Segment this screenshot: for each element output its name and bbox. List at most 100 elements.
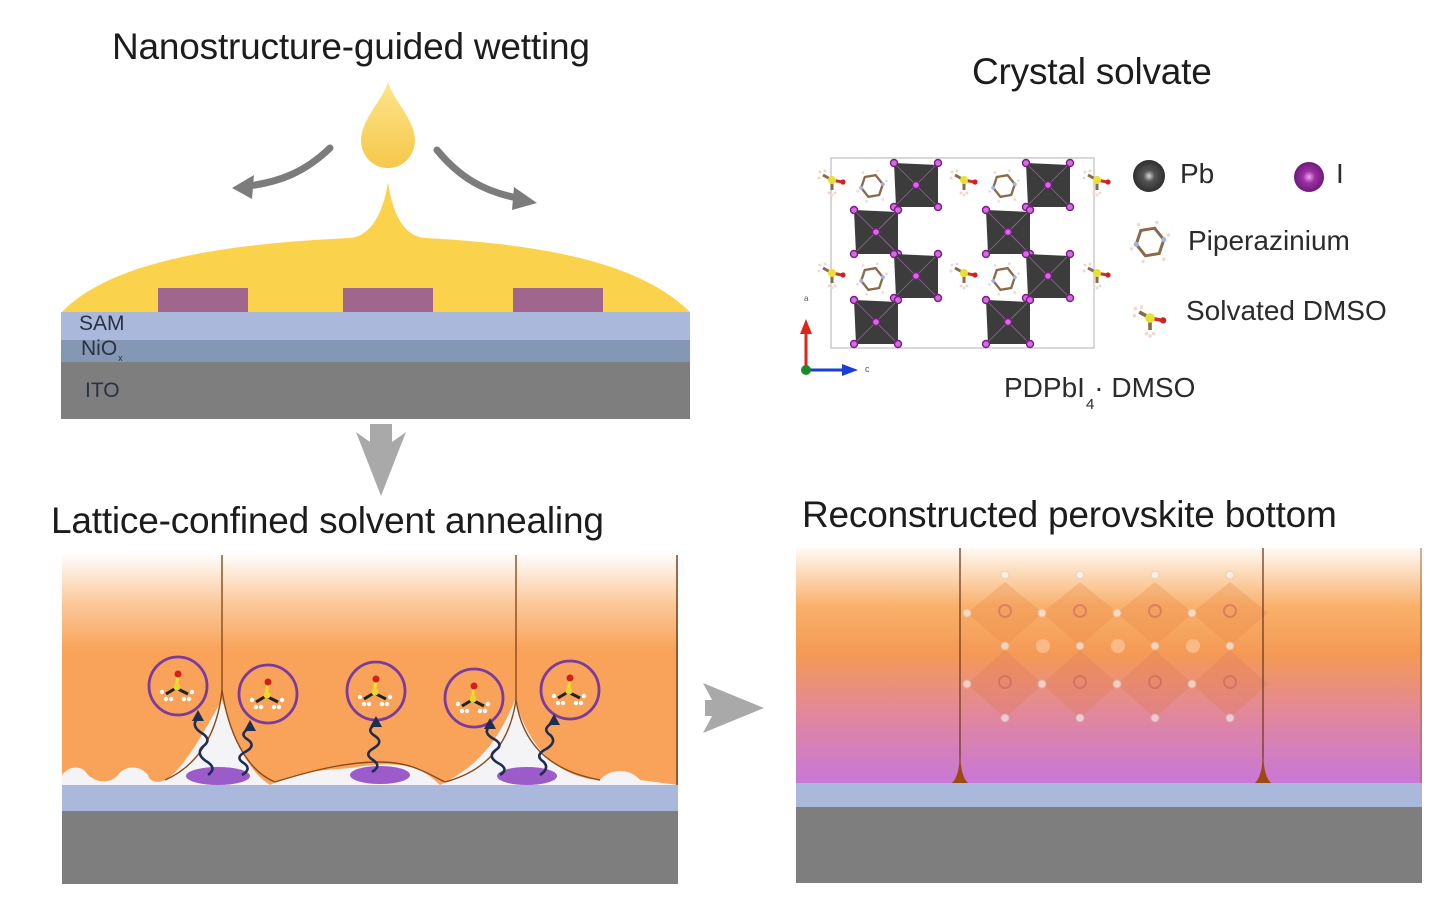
dmso-molecule (249, 678, 285, 710)
hydrogen-atom (1132, 313, 1137, 318)
iodine-atom (1021, 158, 1031, 168)
wave-arrowhead (370, 716, 382, 727)
formula-main: PDPbI (1004, 372, 1085, 403)
hydrogen-atom (1092, 191, 1096, 195)
dmso-molecule (817, 262, 846, 290)
hydrogen-atom (1083, 170, 1087, 174)
nitrogen-atom (859, 278, 864, 283)
hydrogen-atom (555, 700, 561, 706)
iodine-atom (1065, 158, 1075, 168)
axis-a-arrowhead (800, 319, 812, 334)
dmso-molecule (551, 674, 587, 706)
hydrogen-atom (361, 701, 367, 707)
hydrogen-atom (1083, 263, 1087, 267)
halide-atom (1150, 713, 1160, 723)
hydrogen-atom (955, 262, 959, 266)
energy-wave-arrow (366, 722, 381, 774)
iodine-atom (849, 339, 859, 349)
halide-atom (1150, 570, 1160, 580)
hydrogen-atom (861, 264, 865, 267)
hydrogen-atom (1092, 284, 1096, 288)
cation-atom (1073, 675, 1087, 689)
iodine-atom (893, 295, 903, 305)
spread-arrow-right (433, 146, 522, 202)
cation-atom (998, 604, 1012, 618)
dmso-molecule (159, 670, 195, 702)
pbi6-octahedron (889, 249, 943, 303)
hydrogen-atom (876, 169, 879, 173)
halide-atom (1187, 679, 1197, 689)
hydrogen-atom (1155, 220, 1159, 225)
halide-atom (1187, 608, 1197, 618)
hydrogen-atom (827, 284, 831, 288)
halide-atom (1000, 641, 1010, 651)
hydrogen-atom (276, 704, 282, 710)
iodine-atom (1003, 317, 1013, 327)
hydrogen-atom (1082, 269, 1086, 273)
hydrogen-atom (965, 191, 969, 195)
hydrogen-atom (818, 170, 822, 174)
dmso-ring (237, 663, 299, 725)
pbi6-octahedron (1021, 158, 1075, 212)
formula-subscript: 4 (1085, 396, 1095, 413)
reconstructed-film (796, 548, 1422, 783)
title-wetting: Nanostructure-guided wetting (112, 26, 590, 67)
hydrogen-atom (181, 696, 187, 702)
iodine-atom (893, 339, 903, 349)
hydrogen-atom (949, 269, 953, 273)
hydrogen-atom (279, 697, 285, 703)
iodine-atom (933, 158, 943, 168)
hydrogen-atom (1082, 176, 1086, 180)
ring (859, 173, 885, 199)
hydrogen-atom (876, 262, 879, 266)
oxygen-atom (1105, 179, 1111, 185)
nanostructure (513, 288, 603, 312)
hydrogen-atom (357, 694, 363, 700)
iodine-atom (849, 249, 859, 259)
hydrogen-atom (861, 171, 865, 174)
dmso-molecule (949, 169, 978, 197)
hydrogen-atom (1141, 259, 1145, 264)
halide-atom (962, 608, 972, 618)
halide-atom (1000, 713, 1010, 723)
dmso-ring (539, 659, 601, 721)
sam-layer (62, 785, 678, 811)
hydrogen-atom (163, 696, 169, 702)
sam-layer (61, 312, 690, 340)
energy-wave-arrow (485, 724, 506, 777)
hydrogen-atom (1013, 291, 1017, 294)
hydrogen-atom (1148, 334, 1152, 338)
axis-c-arrowhead (842, 364, 858, 376)
hydrogen-atom (1136, 223, 1141, 227)
precursor-droplet (361, 82, 415, 168)
sulfur-atom (263, 691, 271, 699)
hydrogen-atom (856, 190, 859, 193)
hydrogen-atom (997, 292, 1000, 296)
spread-arrowhead-left (232, 175, 254, 199)
energy-wave-arrow (238, 726, 253, 777)
iodine-atom (889, 158, 899, 168)
iodine-atom (1065, 293, 1075, 303)
halide-atom (1225, 641, 1235, 651)
energy-wave-arrow (538, 720, 555, 777)
iodine-atom (981, 205, 991, 215)
hydrogen-atom (962, 286, 966, 290)
label-niox-subscript: x (118, 353, 123, 363)
halide-atom (1112, 608, 1122, 618)
dmso-ring (147, 655, 209, 717)
dmso-molecule (949, 262, 978, 290)
pbi6-octahedron (849, 205, 903, 259)
dmso-molecule (1082, 262, 1111, 290)
nanostructure-pool (497, 767, 557, 785)
iodine-atom (1065, 249, 1075, 259)
hydrogen-atom (1095, 193, 1099, 197)
reconstructed-panel (796, 548, 1422, 883)
iodine-atom (981, 339, 991, 349)
label-niox: NiOx (81, 337, 123, 363)
hydrogen-atom (1013, 198, 1017, 201)
cation-atom (1223, 604, 1237, 618)
nanostructure (158, 288, 248, 312)
nitrogen-atom (880, 275, 885, 280)
hydrogen-atom (253, 704, 259, 710)
iodine-atom (1043, 180, 1053, 190)
